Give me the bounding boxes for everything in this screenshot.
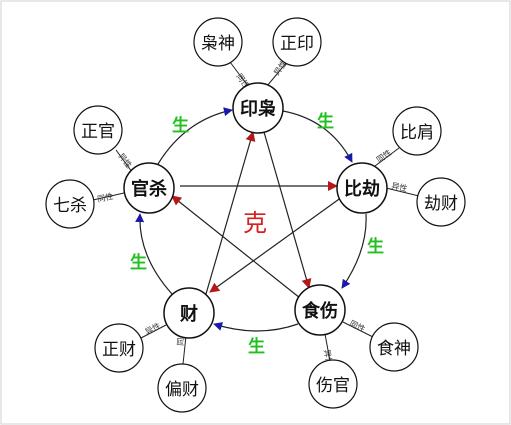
sub-node-spokes [92, 61, 420, 365]
spoke-zhengyin [266, 61, 288, 87]
main-node-cai: 财 [163, 287, 215, 339]
ke-star-lines [171, 131, 343, 299]
link-label-zhengcai: 异性 [143, 320, 162, 336]
ke-bijie-to-cai [209, 196, 343, 293]
sub-node-label: 枭神 [201, 34, 235, 54]
spoke-zhengcai [140, 324, 167, 339]
sub-node-xiaoshen: 枭神 [193, 17, 243, 67]
spoke-jiecai [385, 187, 420, 197]
main-node-label: 比劫 [344, 179, 380, 200]
link-label-piancai: 同性 [175, 329, 186, 346]
sub-node-zhengyin: 正印 [272, 17, 322, 67]
ke-yinxiao-to-shishang [263, 131, 312, 289]
arc-yinxiao-to-bijie [282, 110, 353, 163]
sheng-cycle-arcs [135, 107, 367, 332]
link-label-bijian: 同性 [374, 147, 393, 164]
link-label-jiecai: 异性 [391, 180, 409, 193]
link-label-qisha: 同性 [96, 191, 114, 204]
spoke-shangguan [324, 333, 331, 362]
main-node-label: 食伤 [301, 300, 338, 322]
spoke-bijian [374, 147, 400, 167]
sub-node-shishen: 食神 [369, 322, 419, 372]
main-node-label: 财 [180, 303, 198, 325]
sub-node-qisha: 七杀 [45, 179, 95, 229]
arc-guansha-to-yinxiao [157, 107, 233, 165]
sub-node-label: 七杀 [53, 196, 87, 216]
main-node-label: 印枭 [240, 98, 276, 120]
spoke-zhengguan [115, 149, 133, 173]
sheng-label-bottom: 生 [248, 336, 265, 357]
main-node-yinxiao: 印枭 [232, 82, 284, 134]
arc-shishang-to-cai [213, 322, 299, 332]
ke-label-center: 克 [243, 209, 267, 237]
sub-node-zhengcai: 正财 [94, 323, 144, 373]
spoke-xiaoshen [229, 61, 249, 87]
sub-node-label: 食神 [377, 339, 411, 359]
sub-node-label: 伤官 [316, 376, 350, 396]
sub-node-zhengguan: 正官 [73, 105, 123, 155]
sub-node-label: 正财 [102, 340, 136, 360]
sub-node-label: 劫财 [424, 194, 458, 214]
link-label-shishen: 同性 [348, 318, 367, 334]
sheng-labels: 生 生 生 生 生 [130, 111, 384, 357]
sheng-label-top-left: 生 [172, 115, 189, 136]
arc-bijie-to-shishang [341, 213, 367, 289]
sub-node-label: 正印 [280, 34, 314, 54]
spoke-shishen [342, 321, 374, 338]
sub-node-jiecai: 劫财 [416, 177, 466, 227]
sub-node-label: 正官 [81, 122, 115, 142]
ke-cai-to-yinxiao [205, 131, 256, 295]
sub-node-label: 比肩 [400, 123, 434, 143]
main-node-guansha: 官杀 [123, 162, 175, 214]
sheng-label-right: 生 [367, 236, 384, 257]
sub-node-label: 偏财 [165, 380, 199, 400]
spoke-piancai [182, 335, 187, 365]
arc-cai-to-guansha [135, 213, 173, 295]
sub-node-piancai: 偏财 [157, 363, 207, 413]
sheng-label-top-right: 生 [317, 111, 334, 132]
main-node-label: 官杀 [131, 178, 167, 200]
main-node-bijie: 比劫 [336, 162, 388, 214]
main-node-shishang: 食伤 [294, 284, 346, 336]
sheng-label-left: 生 [130, 252, 147, 273]
sub-node-shangguan: 伤官 [308, 359, 358, 409]
sub-node-bijian: 比肩 [392, 106, 442, 156]
ke-shishang-to-guansha [171, 195, 301, 299]
spoke-qisha [92, 192, 125, 201]
